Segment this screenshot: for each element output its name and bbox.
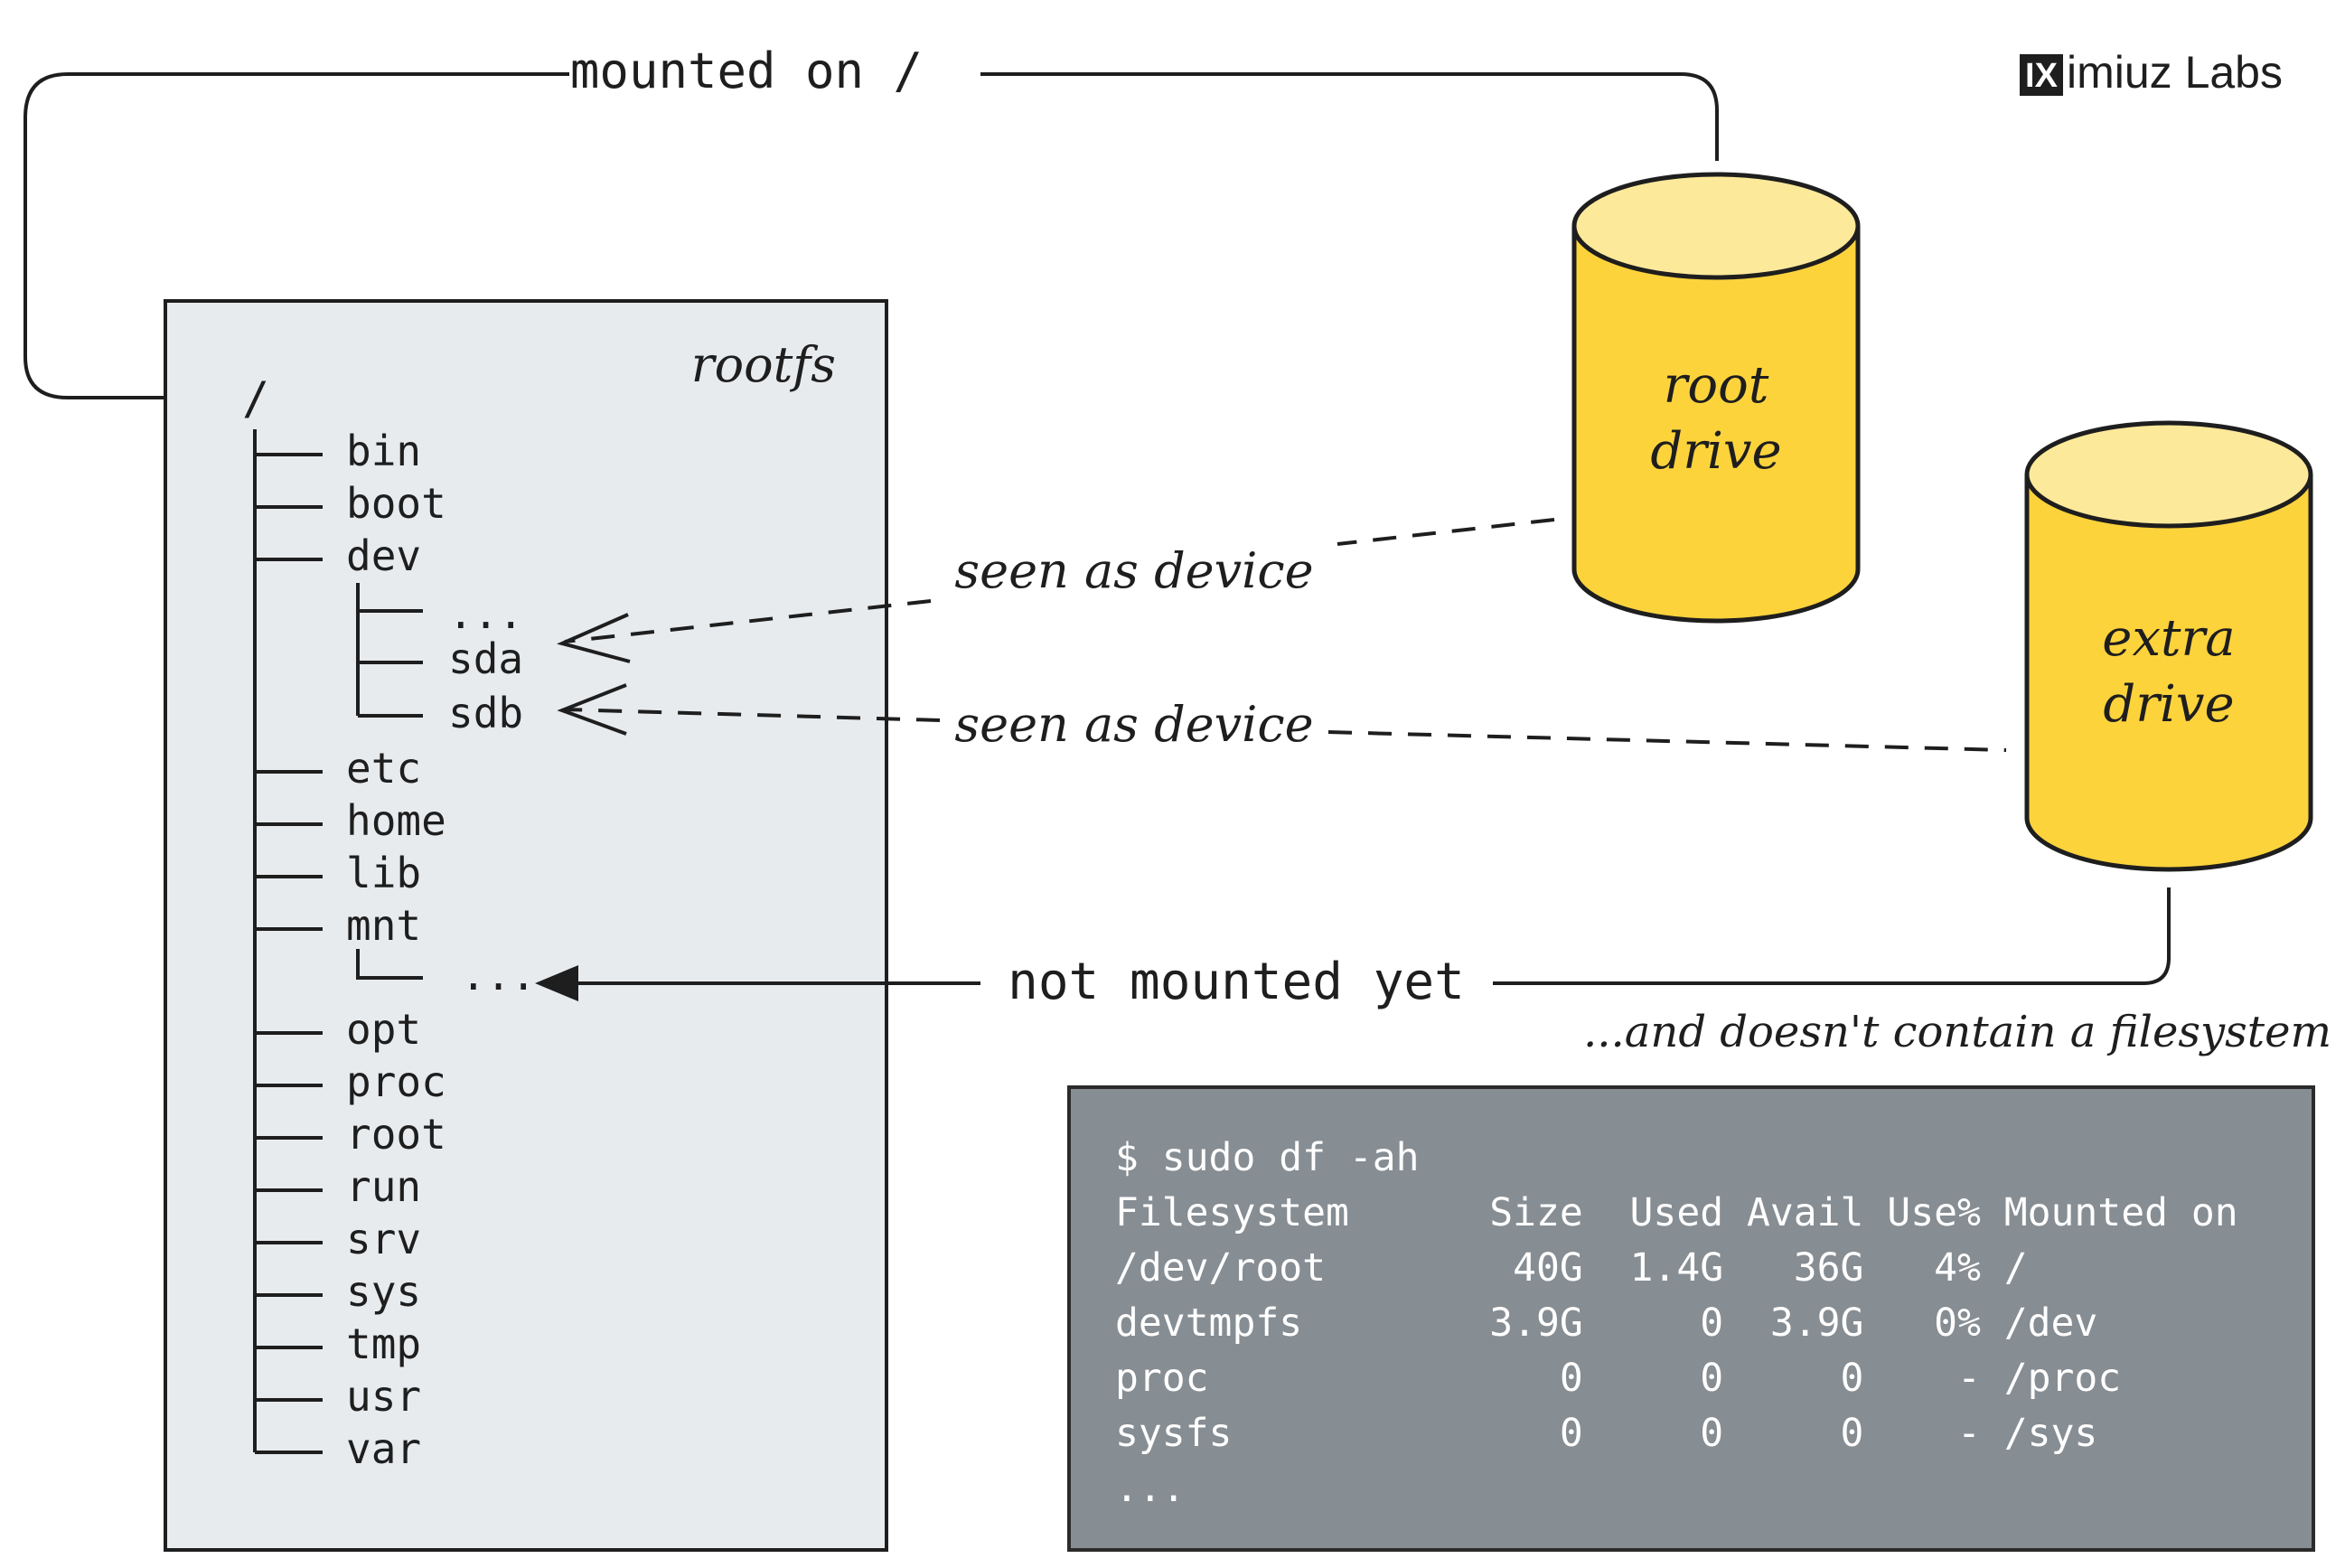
brand-mark-box: [2020, 54, 2063, 96]
tree-item-opt: opt: [346, 1005, 421, 1054]
brand-logo: IX imiuz Labs: [2020, 47, 2283, 98]
brand-name: imiuz Labs: [2067, 47, 2283, 98]
root-drive-label-2: drive: [1650, 422, 1781, 481]
extra-drive-label-2: drive: [2103, 675, 2234, 734]
rootfs-title: rootfs: [691, 336, 836, 393]
tree-item-etc: etc: [346, 744, 421, 793]
tree-item-mnt: mnt: [346, 901, 421, 950]
sdb-dashed-line-right: [1327, 730, 2007, 752]
mounted-on-label: mounted on /: [570, 42, 923, 99]
sda-dashed-line-left: [564, 599, 932, 643]
not-mounted-connector: not mounted yet ...and doesn't contain a…: [535, 887, 2331, 1057]
terminal-line: sysfs 0 0 0 - /sys: [1115, 1411, 2097, 1456]
extra-drive: extra drive: [2024, 420, 2313, 872]
dev-child-more: ...: [448, 589, 523, 638]
tree-item-usr: usr: [346, 1372, 421, 1421]
extra-drive-body: [2024, 474, 2313, 872]
dev-child-sda: sda: [448, 634, 523, 683]
root-drive-body: [1571, 226, 1861, 624]
not-mounted-label: not mounted yet: [1008, 953, 1465, 1011]
mounted-on-connector: mounted on /: [23, 42, 1719, 418]
sda-connector: seen as device: [556, 518, 1555, 663]
rootfs-background: [164, 299, 888, 1552]
tree-item-boot: boot: [346, 479, 446, 528]
tree-item-tmp: tmp: [346, 1319, 421, 1368]
tree-item-bin: bin: [346, 427, 421, 475]
extra-drive-label-1: extra: [2102, 609, 2235, 668]
terminal-line: ...: [1115, 1466, 1186, 1511]
tree-item-sys: sys: [346, 1267, 421, 1316]
terminal-line: proc 0 0 0 - /proc: [1115, 1356, 2121, 1401]
root-drive: root drive: [1571, 172, 1861, 624]
no-filesystem-label: ...and doesn't contain a filesystem: [1583, 1007, 2331, 1057]
mnt-subtree-branch: [356, 949, 423, 980]
not-mounted-arrowhead: [535, 965, 578, 1001]
tree-item-srv: srv: [346, 1215, 421, 1263]
rootfs-box: rootfs /: [164, 299, 888, 1552]
mounted-on-line-left: [23, 72, 569, 399]
sda-arrowhead: [556, 613, 631, 663]
brand-mark: IX: [2025, 57, 2059, 95]
tree-item-lib: lib: [346, 849, 421, 897]
extra-drive-top: [2024, 420, 2313, 529]
mnt-child-more: ...: [461, 951, 536, 1000]
terminal-line: devtmpfs 3.9G 0 3.9G 0% /dev: [1115, 1300, 2097, 1346]
seen-as-device-label-1: seen as device: [954, 542, 1313, 599]
sdb-arrowhead: [557, 683, 627, 736]
dev-child-sdb: sdb: [448, 689, 523, 737]
root-drive-top: [1571, 172, 1861, 280]
mounted-on-line-right: [980, 72, 1719, 161]
terminal-line: $ sudo df -ah: [1115, 1135, 1420, 1180]
tree-item-home: home: [346, 796, 446, 845]
root-slash: /: [242, 372, 269, 425]
tree-item-root: root: [346, 1110, 446, 1159]
terminal-background: [1067, 1085, 2315, 1552]
terminal-line: Filesystem Size Used Avail Use% Mounted …: [1115, 1190, 2238, 1235]
root-drive-label-1: root: [1664, 356, 1769, 415]
sda-dashed-line-right: [1337, 518, 1555, 546]
tree-item-dev: dev: [346, 531, 421, 580]
sdb-dashed-line-left: [564, 708, 941, 722]
tree-item-run: run: [346, 1162, 421, 1211]
tree-item-proc: proc: [346, 1057, 446, 1106]
terminal-line: /dev/root 40G 1.4G 36G 4% /: [1115, 1245, 2028, 1291]
seen-as-device-label-2: seen as device: [954, 696, 1313, 753]
not-mounted-line-right: [1493, 887, 2171, 985]
sdb-connector: seen as device: [557, 683, 2007, 753]
tree-item-var: var: [346, 1424, 421, 1473]
